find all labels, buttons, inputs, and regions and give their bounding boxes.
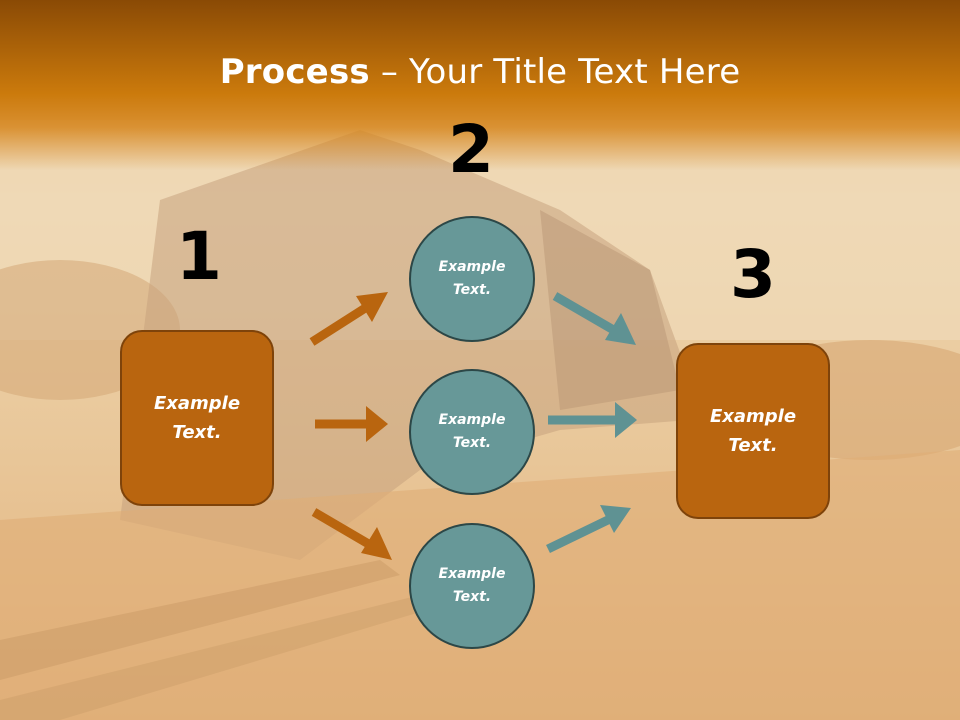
step-2-circle-2: Example Text.	[409, 369, 535, 495]
arrow-to-circle-2	[315, 406, 388, 442]
arrow-to-circle-1	[309, 292, 388, 346]
step-1-box: Example Text.	[120, 330, 274, 506]
circle-3-text: Example Text.	[438, 566, 506, 605]
title-bar	[0, 0, 960, 170]
arrow-from-circle-2	[548, 402, 637, 438]
arrow-from-circle-1	[552, 292, 636, 345]
title-bold: Process	[219, 52, 370, 92]
step-3-text: Example Text.	[709, 406, 797, 456]
circle-1-text: Example Text.	[438, 259, 506, 298]
circle-2-text: Example Text.	[438, 412, 506, 451]
step-1-text: Example Text.	[153, 393, 241, 443]
arrow-to-circle-3	[311, 508, 392, 560]
step-2-number: 2	[448, 111, 494, 188]
step-2-circle-3: Example Text.	[409, 523, 535, 649]
slide-title: Process – Your Title Text Here	[0, 52, 960, 92]
step-2-circle-1: Example Text.	[409, 216, 535, 342]
arrow-from-circle-3	[546, 505, 631, 554]
step-3-number: 3	[730, 236, 776, 313]
step-3-box: Example Text.	[676, 343, 830, 519]
title-rest: – Your Title Text Here	[369, 52, 741, 92]
step-1-number: 1	[176, 218, 222, 295]
